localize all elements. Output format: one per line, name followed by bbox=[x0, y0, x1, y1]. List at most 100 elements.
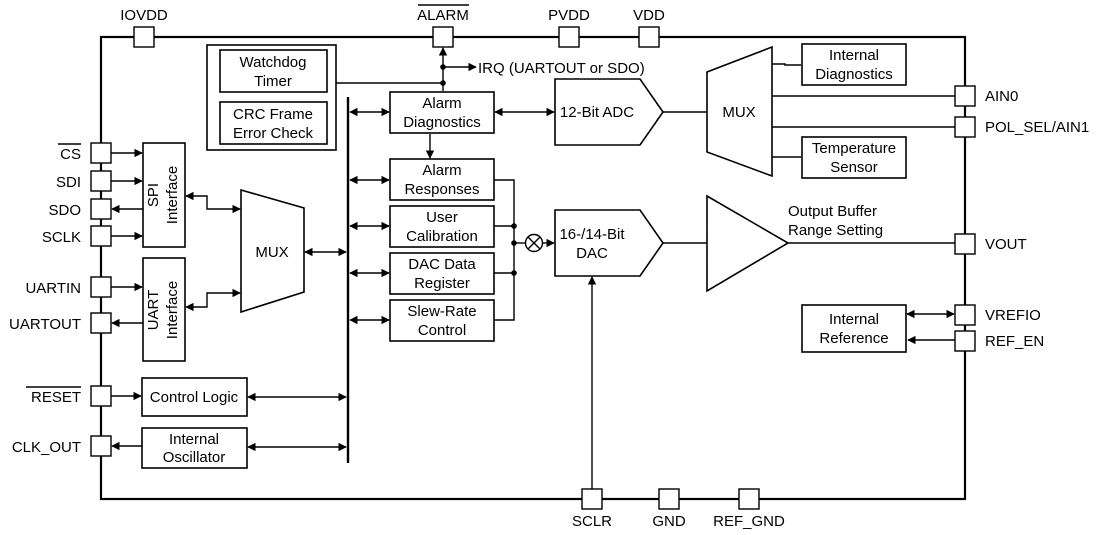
pin-ref-en bbox=[954, 330, 976, 352]
temperature-sensor-block bbox=[801, 136, 907, 179]
output-buffer-line-1: Output Buffer bbox=[788, 203, 877, 220]
output-buffer-line-2: Range Setting bbox=[788, 222, 883, 239]
pin-label-pvdd: PVDD bbox=[548, 7, 590, 24]
alarm-resp-line-1: Alarm bbox=[422, 162, 461, 179]
adc-label: 12-Bit ADC bbox=[560, 104, 634, 121]
watchdog-line-1: Watchdog bbox=[240, 54, 307, 71]
internal-ref-line-2: Reference bbox=[819, 330, 888, 347]
slew-line-2: Control bbox=[418, 322, 466, 339]
dac-data-register-block bbox=[389, 252, 495, 295]
pin-label-cs: CS bbox=[60, 146, 81, 163]
multiplier-cross-b bbox=[527, 236, 541, 250]
chip-outline bbox=[99, 35, 967, 501]
control-logic-label: Control Logic bbox=[150, 389, 239, 406]
pin-sclr bbox=[581, 488, 603, 510]
pin-alarm bbox=[432, 26, 454, 48]
uart-line-1: UART bbox=[145, 290, 162, 331]
pin-ain0 bbox=[954, 85, 976, 107]
pin-label-uartin: UARTIN bbox=[25, 280, 81, 297]
pin-label-vrefio: VREFIO bbox=[985, 307, 1041, 324]
crc-block bbox=[219, 101, 328, 145]
pin-label-clk-out: CLK_OUT bbox=[12, 439, 81, 456]
pin-label-iovdd: IOVDD bbox=[120, 7, 168, 24]
pin-label-sdi: SDI bbox=[56, 174, 81, 191]
oscillator-block bbox=[141, 427, 248, 469]
wire-register-bracket bbox=[494, 179, 515, 321]
pin-gnd bbox=[658, 488, 680, 510]
pin-ref-gnd bbox=[738, 488, 760, 510]
pin-reset bbox=[90, 385, 112, 407]
wire-spi-mux bbox=[185, 191, 241, 214]
pin-vrefio bbox=[954, 304, 976, 326]
crc-line-2: Error Check bbox=[233, 125, 314, 142]
watchdog-line-2: Timer bbox=[254, 73, 292, 90]
uart-interface-block bbox=[142, 257, 186, 362]
pin-label-ref-en: REF_EN bbox=[985, 333, 1044, 350]
uart-line-2: Interface bbox=[164, 281, 181, 339]
internal-ref-line-1: Internal bbox=[829, 311, 879, 328]
pin-label-ain0: AIN0 bbox=[985, 88, 1018, 105]
temp-line-1: Temperature bbox=[812, 140, 896, 157]
dac-reg-line-2: Register bbox=[414, 275, 470, 292]
pin-label-ref-gnd: REF_GND bbox=[713, 513, 785, 530]
alarm-diag-line-2: Diagnostics bbox=[403, 114, 481, 131]
oscillator-line-1: Internal bbox=[169, 431, 219, 448]
pin-iovdd bbox=[133, 26, 155, 48]
pin-sdi bbox=[90, 170, 112, 192]
spi-line-2: Interface bbox=[164, 166, 181, 224]
pin-label-pol-sel: POL_SEL/AIN1 bbox=[985, 119, 1089, 136]
irq-label: IRQ (UARTOUT or SDO) bbox=[478, 60, 645, 77]
user-cal-line-2: Calibration bbox=[406, 228, 478, 245]
right-mux-label: MUX bbox=[722, 104, 755, 121]
pin-pvdd bbox=[558, 26, 580, 48]
crc-line-1: CRC Frame bbox=[233, 106, 313, 123]
watchdog-timer-block bbox=[219, 49, 328, 93]
pin-vdd bbox=[638, 26, 660, 48]
pin-pol-sel bbox=[954, 116, 976, 138]
control-logic-block bbox=[141, 377, 248, 417]
junction-usercal bbox=[511, 223, 517, 229]
pin-label-uartout: UARTOUT bbox=[9, 316, 81, 333]
alarm-diagnostics-block bbox=[389, 91, 495, 134]
pin-sdo bbox=[90, 198, 112, 220]
junction-dacreg bbox=[511, 270, 517, 276]
spi-line-1: SPI bbox=[145, 183, 162, 207]
alarm-responses-block bbox=[389, 158, 495, 201]
oscillator-line-2: Oscillator bbox=[163, 449, 226, 466]
pin-label-vout: VOUT bbox=[985, 236, 1027, 253]
adc-block bbox=[554, 78, 664, 146]
pin-clk-out bbox=[90, 435, 112, 457]
connections bbox=[111, 47, 955, 489]
slew-line-1: Slew-Rate bbox=[407, 303, 476, 320]
internal-diag-line-2: Diagnostics bbox=[815, 66, 893, 83]
internal-diag-line-1: Internal bbox=[829, 47, 879, 64]
pin-label-gnd: GND bbox=[652, 513, 686, 530]
dac-line-2: DAC bbox=[576, 245, 608, 262]
user-cal-line-1: User bbox=[426, 209, 458, 226]
pin-sclk bbox=[90, 225, 112, 247]
wire-mux-diag bbox=[772, 63, 801, 66]
output-buffer-amp bbox=[706, 194, 790, 293]
alarm-resp-line-2: Responses bbox=[404, 181, 479, 198]
dac-block bbox=[554, 209, 664, 277]
internal-reference-block bbox=[801, 304, 907, 353]
dac-line-1: 16-/14-Bit bbox=[559, 226, 625, 243]
pin-label-sdo: SDO bbox=[48, 202, 81, 219]
pin-vout bbox=[954, 233, 976, 255]
left-mux-label: MUX bbox=[255, 244, 288, 261]
pin-label-sclk: SCLK bbox=[42, 229, 81, 246]
pin-label-reset: RESET bbox=[31, 389, 81, 406]
spi-interface-block bbox=[142, 142, 186, 248]
pin-label-alarm: ALARM bbox=[417, 7, 469, 24]
pin-uartout bbox=[90, 312, 112, 334]
slew-rate-control-block bbox=[389, 299, 495, 342]
pin-label-sclr: SCLR bbox=[572, 513, 612, 530]
left-mux bbox=[240, 188, 305, 314]
pin-cs bbox=[90, 142, 112, 164]
wire-uart-mux bbox=[185, 288, 241, 312]
junction-watchdog bbox=[440, 80, 446, 86]
temp-line-2: Sensor bbox=[830, 159, 878, 176]
dac-reg-line-1: DAC Data bbox=[408, 256, 476, 273]
pin-uartin bbox=[90, 276, 112, 298]
